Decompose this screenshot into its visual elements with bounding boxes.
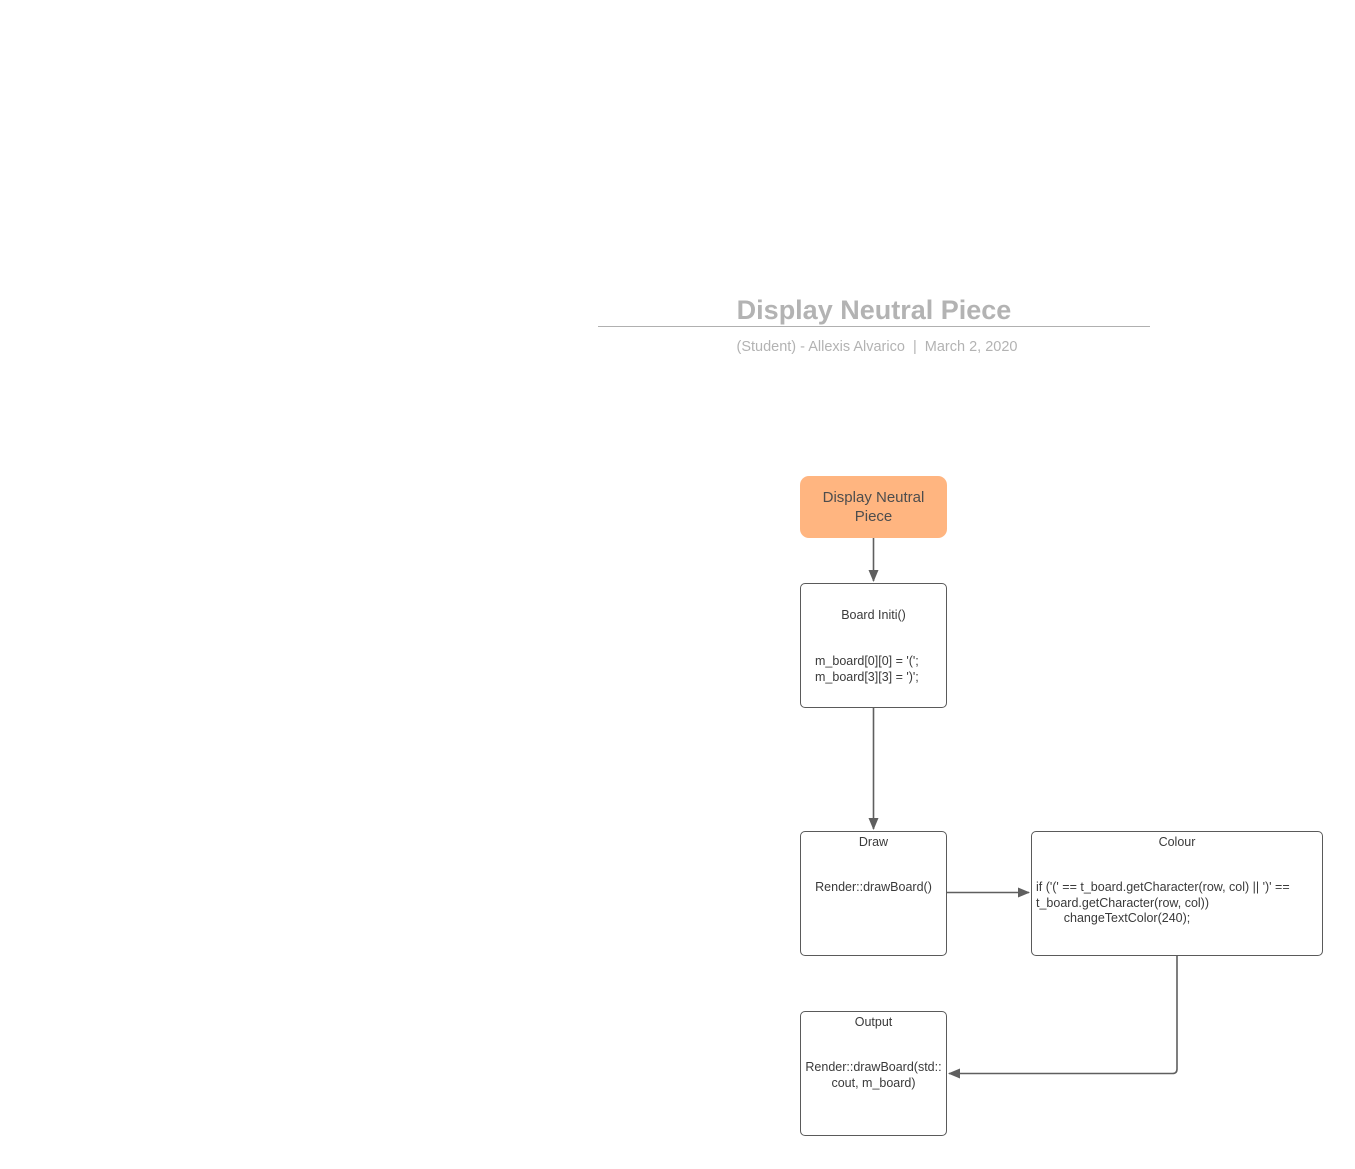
draw-body: Render::drawBoard()	[815, 880, 932, 894]
board-init-title: Board Initi()	[841, 608, 906, 622]
output-body: Render::drawBoard(std:: cout, m_board)	[805, 1060, 942, 1090]
colour-title: Colour	[1158, 835, 1196, 849]
output-node[interactable]: Output Render::drawBoard(std:: cout, m_b…	[800, 1011, 947, 1136]
board-init-body: m_board[0][0] = '('; m_board[3][3] = ')'…	[815, 654, 919, 684]
draw-title: Draw	[858, 835, 889, 849]
colour-node[interactable]: Colour if ('(' == t_board.getCharacter(r…	[1031, 831, 1323, 956]
draw-node[interactable]: Draw Render::drawBoard()	[800, 831, 947, 956]
colour-body: if ('(' == t_board.getCharacter(row, col…	[1036, 880, 1290, 925]
edge-colour-to-output	[948, 956, 1178, 1079]
title-divider	[598, 326, 1150, 327]
start-node[interactable]: Display Neutral Piece	[800, 476, 947, 538]
page-title: Display Neutral Piece	[736, 295, 1012, 325]
board-init-node[interactable]: Board Initi() m_board[0][0] = '('; m_boa…	[800, 583, 947, 708]
output-title: Output	[854, 1015, 893, 1029]
page-subtitle: (Student) - Allexis Alvarico | March 2, …	[736, 339, 1018, 355]
start-node-label: Display Neutral Piece	[822, 489, 925, 525]
